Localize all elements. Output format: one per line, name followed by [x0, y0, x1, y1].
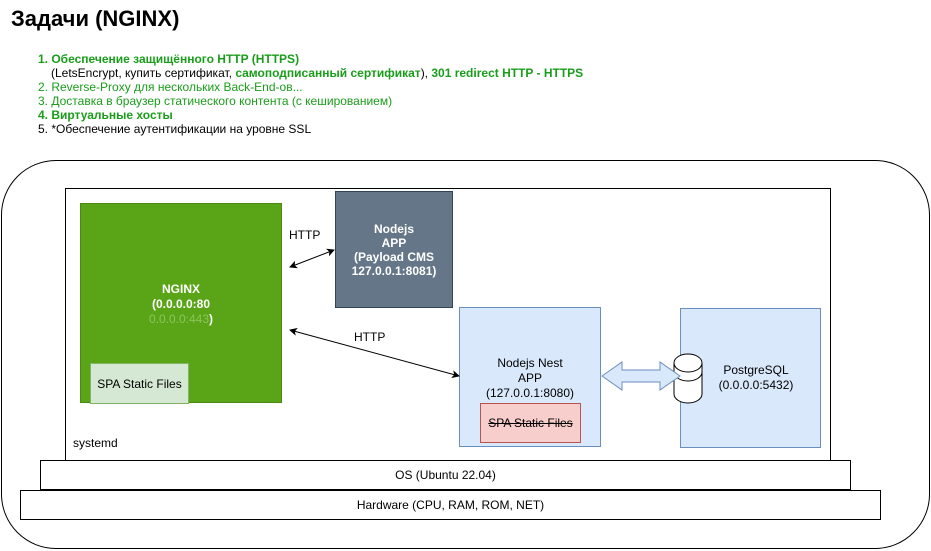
nest-app-line3: (127.0.0.1:8080) — [485, 386, 575, 400]
nginx-addr-close: ) — [209, 312, 214, 326]
server-frame — [1, 160, 930, 549]
task-detail-selfsigned: самоподписанный сертификат — [235, 66, 421, 80]
postgres-line1: PostgreSQL — [723, 363, 789, 377]
nest-app-label: Nodejs Nest APP (127.0.0.1:8080) — [459, 356, 601, 401]
postgres-line2: (0.0.0.0:5432) — [718, 378, 794, 392]
task-item-virtual-hosts: 4. Виртуальные хосты — [38, 108, 173, 122]
nest-spa-static-files: SPA Static Files — [480, 403, 581, 443]
systemd-label: systemd — [73, 436, 118, 450]
task-item-static-content: 3. Доставка в браузер статического конте… — [38, 94, 393, 108]
os-layer: OS (Ubuntu 22.04) — [40, 460, 851, 490]
nodejs-payload-line2: APP — [381, 235, 407, 250]
database-cylinder-icon — [673, 353, 703, 404]
page-title: Задачи (NGINX) — [11, 6, 180, 31]
nodejs-payload-line3: (Payload CMS — [353, 249, 434, 264]
nginx-addr-80: (0.0.0.0:80 — [151, 297, 211, 311]
nginx-label: NGINX (0.0.0.0:80 0.0.0.0:443) — [80, 282, 282, 327]
nginx-addr-443: 0.0.0.0:443 — [148, 312, 210, 326]
task-detail-redirect: 301 redirect HTTP - HTTPS — [431, 66, 584, 80]
task-item-https-details: (LetsEncrypt, купить сертификат, самопод… — [38, 66, 583, 80]
nginx-name: NGINX — [161, 282, 200, 296]
task-detail-text: (LetsEncrypt, купить сертификат, — [51, 66, 236, 80]
task-list: 1. Обеспечение защищённого HTTP (HTTPS) … — [38, 52, 583, 136]
nginx-payload-arrow — [289, 248, 335, 269]
postgres-label: PostgreSQL (0.0.0.0:5432) — [700, 363, 812, 393]
http-label-payload: HTTP — [289, 228, 321, 242]
nodejs-payload-label: Nodejs APP (Payload CMS 127.0.0.1:8081) — [352, 222, 437, 278]
nginx-nest-arrow — [289, 327, 460, 379]
task-item-reverse-proxy: 2. Reverse-Proxy для нескольких Back-End… — [38, 80, 303, 94]
nest-postgres-arrow — [601, 361, 681, 391]
nest-app-line1: Nodejs Nest — [497, 356, 563, 370]
nodejs-payload-line1: Nodejs — [373, 221, 414, 236]
nodejs-payload-app: Nodejs APP (Payload CMS 127.0.0.1:8081) — [335, 191, 453, 308]
task-item-ssl-auth: 5. *Обеспечение аутентификации на уровне… — [38, 122, 312, 136]
hardware-layer: Hardware (CPU, RAM, ROM, NET) — [20, 490, 881, 520]
nodejs-payload-line4: 127.0.0.1:8081) — [351, 263, 437, 278]
task-detail-separator: ), — [420, 66, 432, 80]
nginx-addr-443-line: 0.0.0.0:443) — [80, 312, 282, 327]
nest-app-line2: APP — [517, 371, 542, 385]
nginx-spa-static-files: SPA Static Files — [90, 363, 189, 404]
task-item-https: 1. Обеспечение защищённого HTTP (HTTPS) — [38, 52, 300, 66]
http-label-nest: HTTP — [354, 330, 386, 344]
